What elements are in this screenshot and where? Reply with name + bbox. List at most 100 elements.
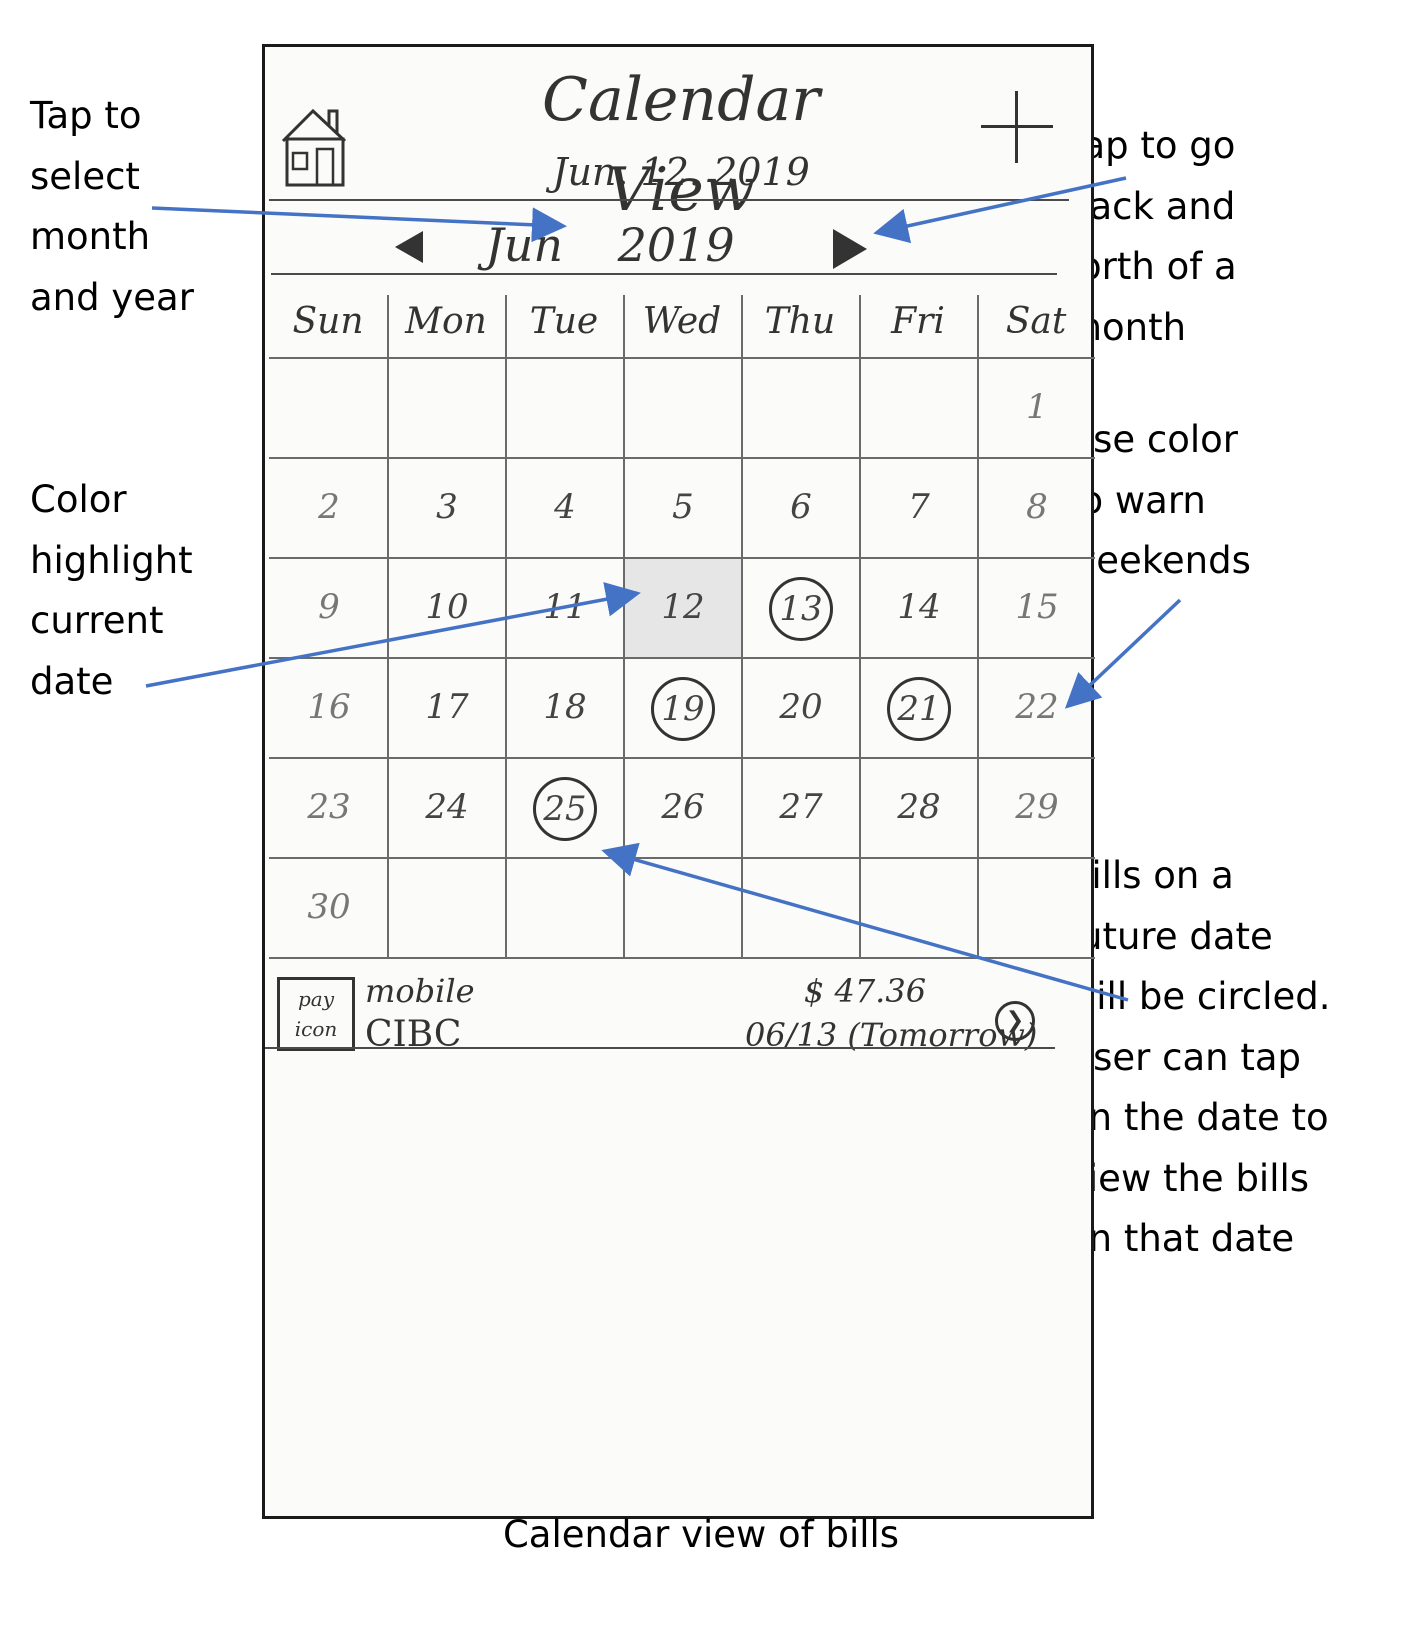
calendar-day[interactable]: 27	[743, 759, 859, 857]
grid-column-line	[505, 295, 507, 957]
calendar-day[interactable]: 5	[625, 459, 741, 557]
weekday-header-thu: Thu	[764, 301, 836, 342]
day-number: 2	[318, 487, 340, 527]
current-date-label: Jun. 12. 2019	[552, 150, 810, 194]
chevron-right-icon[interactable]: ❯	[995, 1001, 1035, 1041]
calendar-day[interactable]: 29	[979, 759, 1095, 857]
month-nav: Jun 2019	[265, 207, 1091, 287]
calendar-day[interactable]: 17	[389, 659, 505, 757]
day-number: 26	[661, 787, 705, 827]
day-number: 25	[533, 777, 597, 841]
day-number: 21	[887, 677, 951, 741]
calendar-day-today[interactable]: 12	[625, 559, 741, 657]
day-number: 15	[1015, 587, 1059, 627]
arrow-current-date	[145, 581, 641, 688]
grid-column-line	[859, 295, 861, 957]
grid-column-line	[623, 295, 625, 957]
grid-row-line	[269, 557, 1095, 559]
day-number: 1	[1026, 387, 1048, 427]
day-number: 7	[908, 487, 930, 527]
calendar-day[interactable]: 18	[507, 659, 623, 757]
arrow-future-bills	[601, 842, 1129, 1002]
day-number: 23	[307, 787, 351, 827]
bill-amount: $ 47.36	[803, 972, 927, 1010]
header-divider	[269, 199, 1069, 201]
next-month-button[interactable]	[833, 229, 867, 269]
weekday-header-mon: Mon	[405, 301, 487, 342]
day-number: 24	[425, 787, 469, 827]
phone-frame: Calendar View Jun. 12. 2019 Jun 2019 Sun…	[262, 44, 1095, 1519]
day-number: 8	[1026, 487, 1048, 527]
arrow-weekend	[1064, 598, 1182, 709]
month-year-selector[interactable]: Jun 2019	[485, 218, 735, 272]
home-button[interactable]	[279, 105, 353, 189]
grid-row-line	[269, 857, 1095, 859]
calendar-day[interactable]: 28	[861, 759, 977, 857]
calendar-grid: SunMonTueWedThuFriSat1234567891011121314…	[265, 287, 1095, 959]
day-number: 17	[425, 687, 469, 727]
weekday-header-sat: Sat	[1005, 301, 1067, 342]
calendar-day[interactable]: 1	[979, 359, 1095, 457]
calendar-day[interactable]: 23	[271, 759, 387, 857]
grid-column-line	[741, 295, 743, 957]
annotation-select-month: Tap to select month and year	[30, 94, 194, 319]
calendar-day[interactable]: 16	[271, 659, 387, 757]
calendar-day-with-bill[interactable]: 19	[625, 659, 741, 757]
arrow-select-month	[151, 206, 567, 243]
calendar-day-with-bill[interactable]: 21	[861, 659, 977, 757]
calendar-day-with-bill[interactable]: 13	[743, 559, 859, 657]
arrow-navigate	[873, 176, 1127, 244]
pay-icon: pay icon	[277, 977, 355, 1051]
grid-row-line	[269, 957, 1095, 959]
day-number: 4	[554, 487, 576, 527]
prev-month-button[interactable]	[395, 231, 423, 263]
day-number: 3	[436, 487, 458, 527]
bill-category: mobile	[365, 972, 475, 1010]
calendar-day[interactable]: 2	[271, 459, 387, 557]
calendar-day[interactable]: 30	[271, 859, 387, 957]
day-number: 9	[318, 587, 340, 627]
calendar-day[interactable]: 8	[979, 459, 1095, 557]
day-number: 22	[1015, 687, 1059, 727]
day-number: 27	[779, 787, 823, 827]
grid-row-line	[269, 457, 1095, 459]
day-number: 18	[543, 687, 587, 727]
day-number: 13	[769, 577, 833, 641]
grid-column-line	[977, 295, 979, 957]
calendar-day[interactable]: 6	[743, 459, 859, 557]
calendar-day[interactable]: 24	[389, 759, 505, 857]
weekday-header-tue: Tue	[529, 301, 599, 342]
home-icon	[281, 108, 347, 187]
calendar-day[interactable]: 15	[979, 559, 1095, 657]
figure-caption: Calendar view of bills	[502, 1513, 900, 1556]
add-bill-button[interactable]	[981, 91, 1053, 163]
weekday-header-sun: Sun	[292, 301, 364, 342]
grid-row-line	[269, 757, 1095, 759]
calendar-day[interactable]: 22	[979, 659, 1095, 757]
app-title: Calendar View	[542, 65, 820, 225]
weekday-header-fri: Fri	[891, 301, 945, 342]
calendar-day[interactable]: 10	[389, 559, 505, 657]
grid-row-line	[269, 357, 1095, 359]
calendar-day-with-bill[interactable]: 25	[507, 759, 623, 857]
day-number: 29	[1015, 787, 1059, 827]
day-number: 5	[672, 487, 694, 527]
calendar-day[interactable]: 7	[861, 459, 977, 557]
grid-column-line	[387, 295, 389, 957]
calendar-day[interactable]: 26	[625, 759, 741, 857]
day-number: 19	[651, 677, 715, 741]
calendar-day[interactable]: 20	[743, 659, 859, 757]
calendar-day[interactable]: 3	[389, 459, 505, 557]
day-number: 16	[307, 687, 351, 727]
day-number: 20	[779, 687, 823, 727]
annotation-current-date: Color highlight current date	[30, 478, 193, 703]
grid-row-line	[269, 657, 1095, 659]
weekday-header-wed: Wed	[642, 301, 722, 342]
nav-divider	[271, 273, 1057, 275]
day-number: 28	[897, 787, 941, 827]
day-number: 30	[307, 887, 351, 927]
calendar-day[interactable]: 4	[507, 459, 623, 557]
calendar-day[interactable]: 14	[861, 559, 977, 657]
calendar-day[interactable]: 9	[271, 559, 387, 657]
